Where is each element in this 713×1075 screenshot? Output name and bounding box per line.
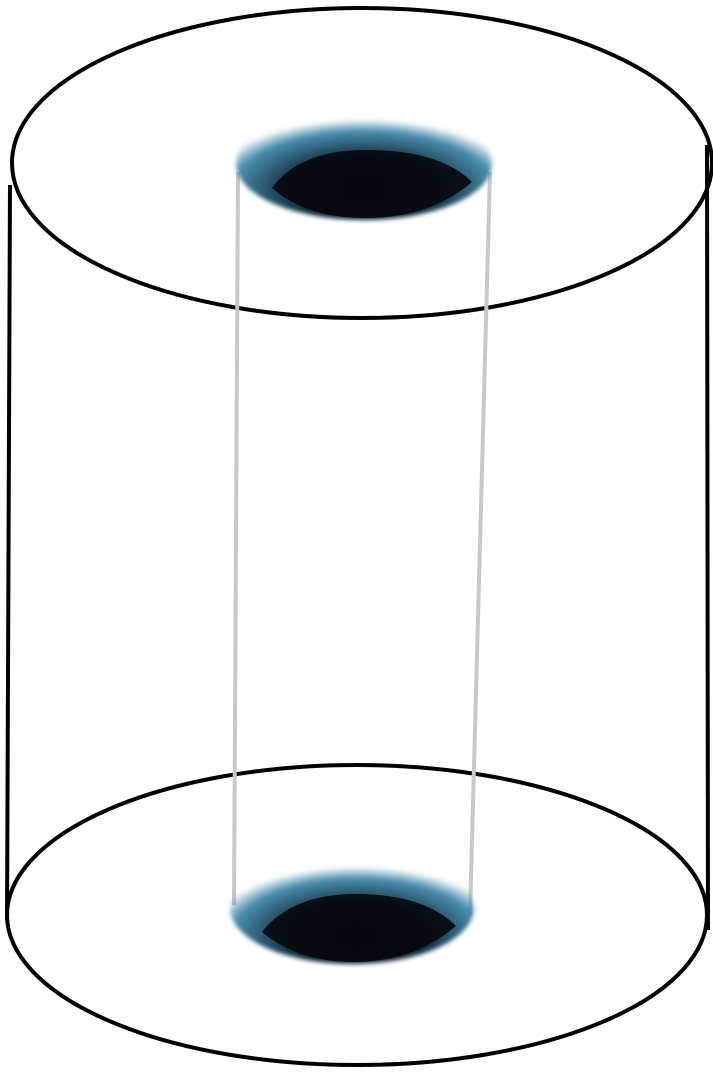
top-hole xyxy=(236,108,492,220)
bottom-hole xyxy=(230,852,474,964)
tube-right-line xyxy=(470,172,490,915)
tube-left-line xyxy=(234,172,238,905)
cylinder-left-side xyxy=(7,185,10,920)
cylinder-right-side xyxy=(707,145,708,930)
